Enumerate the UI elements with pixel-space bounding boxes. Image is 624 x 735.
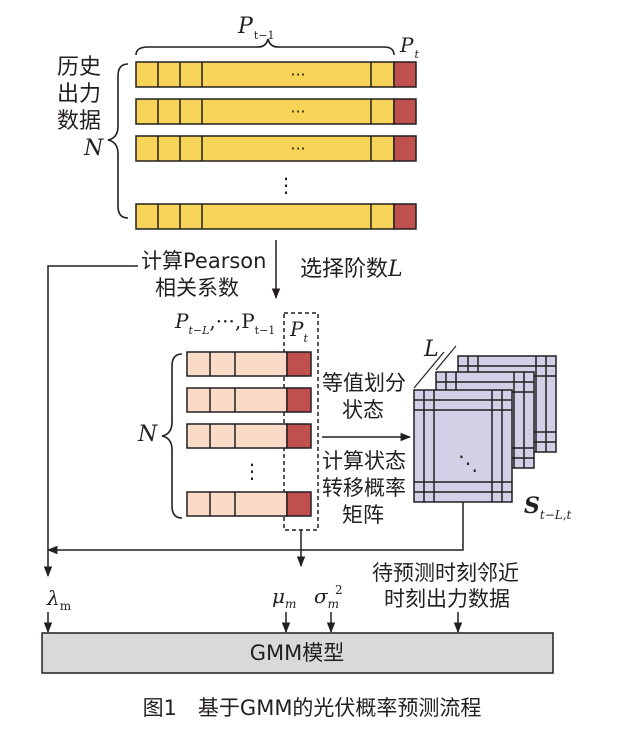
p-t-mid-label: Pt [289, 317, 308, 345]
sigma-label: σm2 [314, 583, 343, 611]
mid-left-brace [161, 353, 183, 519]
history-bar-4 [135, 203, 417, 230]
l-depth-label: L [423, 337, 439, 362]
arrow-matrix-to-lambda [46, 502, 464, 555]
top-brace [135, 38, 395, 56]
history-bar-3: ··· [135, 135, 417, 162]
history-bar-1: ··· [135, 61, 417, 88]
wait-forecast-line1: 待预测时刻邻近 [372, 561, 519, 585]
bar-1-ellipsis: ··· [290, 65, 305, 84]
compute-matrix-line3: 矩阵 [342, 503, 384, 527]
pearson-label-line1: 计算Pearson [141, 249, 266, 273]
equal-partition-line1: 等值划分 [322, 371, 406, 395]
history-bar-2: ··· [135, 98, 417, 125]
transition-matrix-stack [413, 355, 557, 503]
equal-partition-line2: 状态 [342, 398, 384, 422]
l-indicator-line1 [413, 351, 445, 389]
lag-bar-3 [186, 423, 312, 449]
compute-matrix-line2: 转移概率 [322, 476, 406, 500]
top-left-brace [107, 63, 129, 219]
lag-bar-2 [186, 387, 312, 413]
bar-2-ellipsis: ··· [290, 102, 305, 121]
history-label-line3: 数据 [57, 109, 101, 134]
bar-3-ellipsis: ··· [290, 139, 305, 158]
arrow-pearson-to-lambda [43, 265, 138, 578]
figure-caption: 图1 基于GMM的光伏概率预测流程 [143, 696, 482, 720]
select-order-label: 选择阶数L [300, 257, 403, 282]
gmm-model-box [41, 632, 554, 674]
lag-sequence-label: Pt−L,···,Pt−1 [174, 309, 275, 337]
gmm-model-label: GMM模型 [250, 641, 345, 665]
matrix-diagonal-ellipsis: ⋱ [458, 451, 478, 475]
lag-bar-1 [186, 351, 312, 377]
l-indicator-line2 [435, 345, 457, 371]
history-vertical-ellipsis: ⋮ [276, 173, 296, 197]
p-t-top-label: Pt [399, 33, 419, 61]
lag-vertical-ellipsis: ⋮ [242, 459, 262, 483]
pearson-label-line2: 相关系数 [155, 276, 239, 300]
n-mid-label: N [137, 422, 158, 447]
lambda-label: λm [46, 586, 72, 613]
lag-bar-4 [186, 491, 312, 517]
p-t-minus-1-label: Pt−1 [237, 14, 274, 42]
s-matrix-label: St−L,t [524, 493, 572, 522]
n-top-label: N [83, 136, 104, 161]
compute-matrix-line1: 计算状态 [322, 449, 406, 473]
history-label-line1: 历史 [57, 55, 101, 80]
wait-forecast-line2: 时刻出力数据 [384, 587, 510, 611]
history-label-line2: 出力 [57, 82, 101, 107]
mu-label: μm [272, 584, 296, 611]
